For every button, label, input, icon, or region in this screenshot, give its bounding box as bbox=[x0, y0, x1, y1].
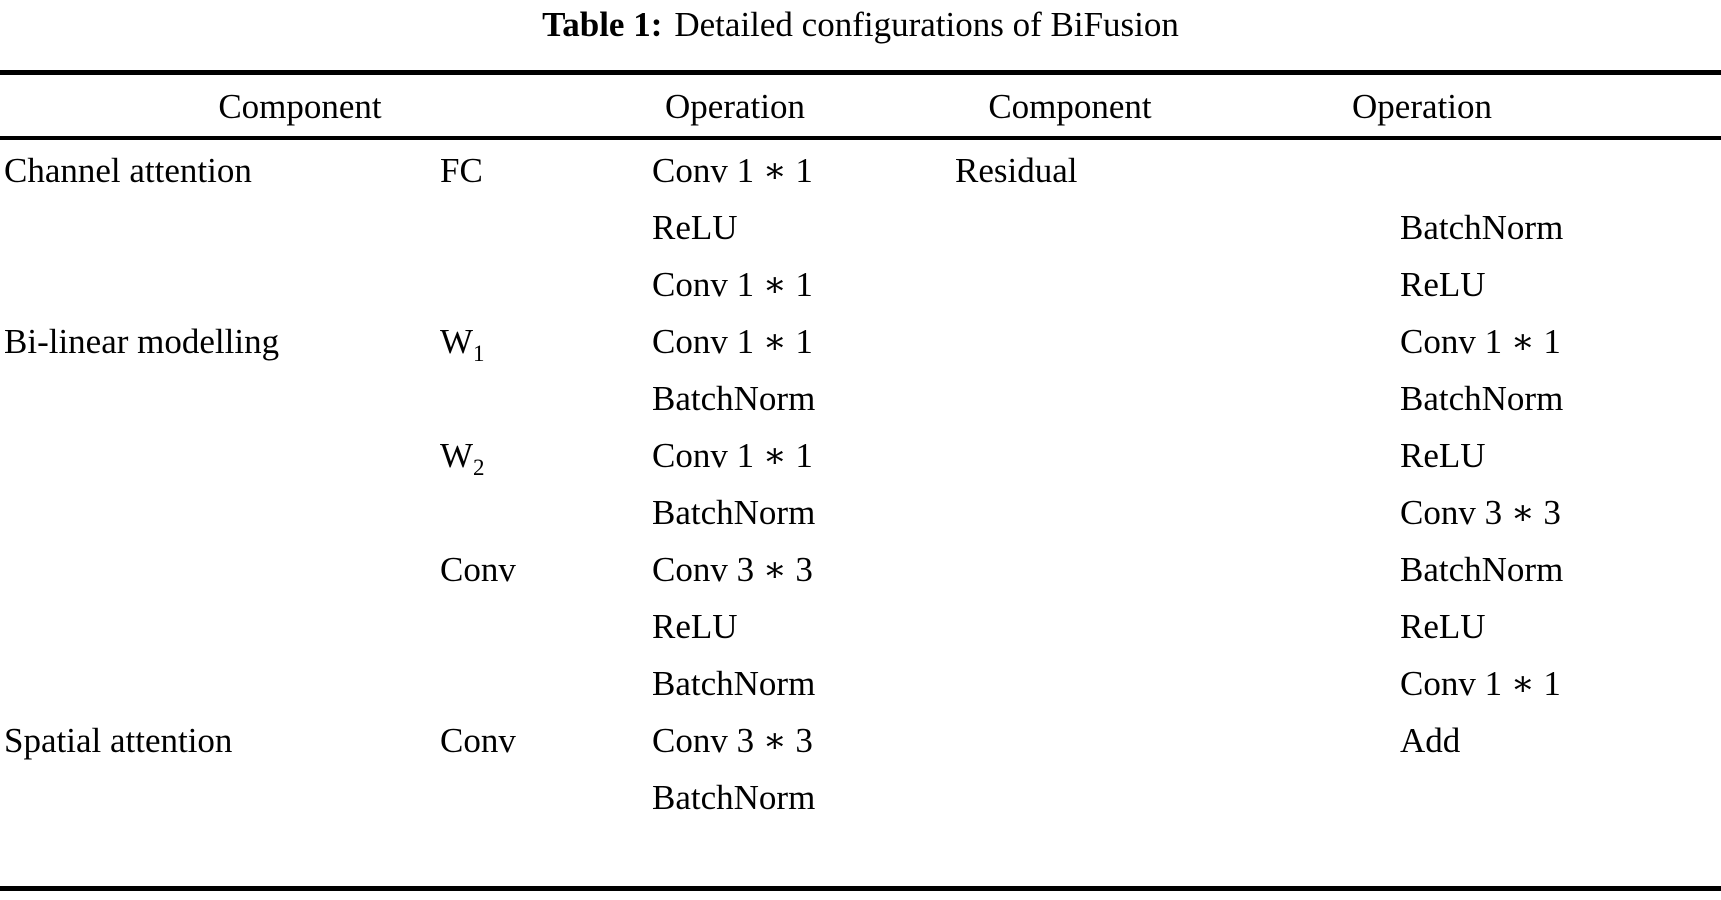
cell-operation-sub-left: Conv bbox=[440, 721, 516, 760]
cell-operation-left: Conv 3 ∗ 3 bbox=[652, 721, 813, 760]
header-operation-left: Operation bbox=[665, 87, 805, 126]
cell-operation-right: BatchNorm bbox=[1400, 379, 1564, 418]
table-header-row: Component Operation Component Operation bbox=[0, 80, 1721, 136]
cell-operation-sub-left: W2 bbox=[440, 436, 485, 480]
cell-operation-right: Conv 1 ∗ 1 bbox=[1400, 664, 1561, 703]
table-top-rule bbox=[0, 70, 1721, 75]
cell-operation-left: Conv 1 ∗ 1 bbox=[652, 436, 813, 475]
caption-label: Table 1: bbox=[542, 5, 663, 44]
table-caption: Table 1: Detailed configurations of BiFus… bbox=[0, 2, 1721, 48]
table-row: Conv Conv 3 ∗ 3 BatchNorm bbox=[0, 541, 1721, 598]
table-row: BatchNorm BatchNorm bbox=[0, 370, 1721, 427]
cell-operation-sub-left: FC bbox=[440, 151, 483, 190]
table-row: W2 Conv 1 ∗ 1 ReLU bbox=[0, 427, 1721, 484]
cell-operation-right: Add bbox=[1400, 721, 1461, 760]
table-header-rule bbox=[0, 136, 1721, 140]
cell-component-left: Spatial attention bbox=[4, 721, 233, 760]
table-row: Spatial attention Conv Conv 3 ∗ 3 Add bbox=[0, 712, 1721, 769]
table-bottom-rule bbox=[0, 886, 1721, 891]
cell-operation-left: BatchNorm bbox=[652, 379, 816, 418]
table-row: BatchNorm bbox=[0, 769, 1721, 826]
table-row: ReLU ReLU bbox=[0, 598, 1721, 655]
cell-operation-left: BatchNorm bbox=[652, 493, 816, 532]
table-row: Conv 1 ∗ 1 ReLU bbox=[0, 256, 1721, 313]
table-row: ReLU BatchNorm bbox=[0, 199, 1721, 256]
cell-operation-left: Conv 1 ∗ 1 bbox=[652, 265, 813, 304]
cell-component-right: Residual bbox=[955, 151, 1078, 190]
header-component-right: Component bbox=[988, 87, 1152, 126]
cell-operation-left: ReLU bbox=[652, 607, 738, 646]
cell-operation-right: BatchNorm bbox=[1400, 208, 1564, 247]
cell-operation-left: Conv 3 ∗ 3 bbox=[652, 550, 813, 589]
table-row: BatchNorm Conv 3 ∗ 3 bbox=[0, 484, 1721, 541]
cell-operation-left: BatchNorm bbox=[652, 664, 816, 703]
cell-operation-right: ReLU bbox=[1400, 436, 1486, 475]
cell-component-left: Channel attention bbox=[4, 151, 252, 190]
header-operation-right: Operation bbox=[1352, 87, 1492, 126]
cell-operation-left: Conv 1 ∗ 1 bbox=[652, 151, 813, 190]
cell-operation-right: Conv 1 ∗ 1 bbox=[1400, 322, 1561, 361]
cell-operation-right: Conv 3 ∗ 3 bbox=[1400, 493, 1561, 532]
table-row: Channel attention FC Conv 1 ∗ 1 Residual bbox=[0, 142, 1721, 199]
cell-operation-right: BatchNorm bbox=[1400, 550, 1564, 589]
cell-operation-left: Conv 1 ∗ 1 bbox=[652, 322, 813, 361]
cell-component-left: Bi-linear modelling bbox=[4, 322, 280, 361]
cell-operation-left: BatchNorm bbox=[652, 778, 816, 817]
caption-text: Detailed configurations of BiFusion bbox=[674, 5, 1179, 44]
cell-operation-left: ReLU bbox=[652, 208, 738, 247]
cell-operation-right: ReLU bbox=[1400, 265, 1486, 304]
table-row: Bi-linear modelling W1 Conv 1 ∗ 1 Conv 1 ∗ … bbox=[0, 313, 1721, 370]
header-component-left: Component bbox=[218, 87, 382, 126]
cell-operation-sub-left: W1 bbox=[440, 322, 485, 366]
cell-operation-sub-left: Conv bbox=[440, 550, 516, 589]
table-row: BatchNorm Conv 1 ∗ 1 bbox=[0, 655, 1721, 712]
cell-operation-right: ReLU bbox=[1400, 607, 1486, 646]
